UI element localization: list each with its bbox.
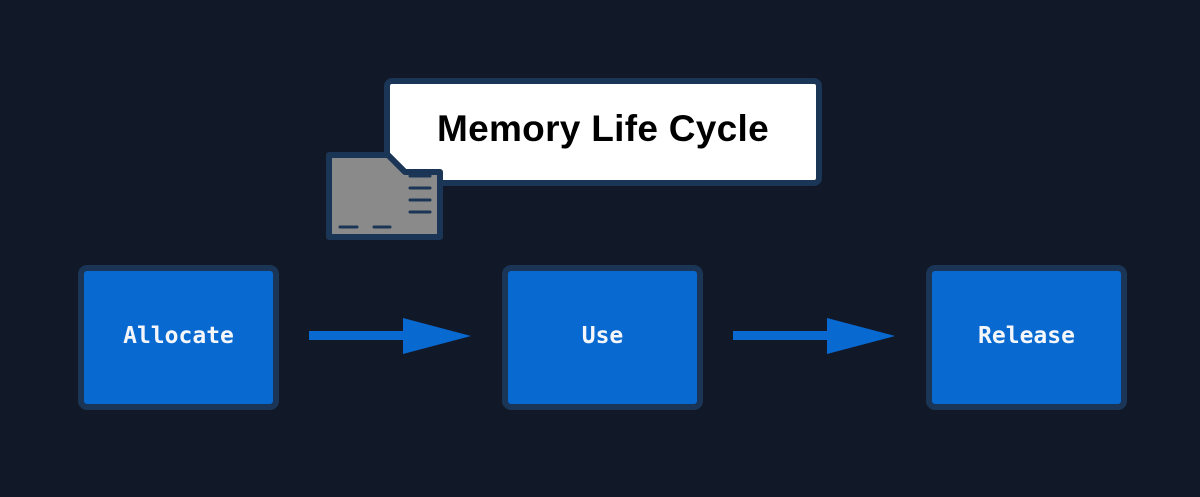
node-label: Allocate [123,322,234,349]
node-release: Release [926,265,1127,410]
node-label: Use [581,322,624,349]
arrow-allocate-to-use [309,318,471,354]
diagram-title: Memory Life Cycle [436,108,770,149]
folder-icon [326,152,443,240]
node-allocate: Allocate [78,265,279,410]
node-use: Use [502,265,703,410]
node-label: Release [978,322,1075,349]
arrow-use-to-release [733,318,895,354]
diagram-title-box: Memory Life Cycle [384,78,822,186]
